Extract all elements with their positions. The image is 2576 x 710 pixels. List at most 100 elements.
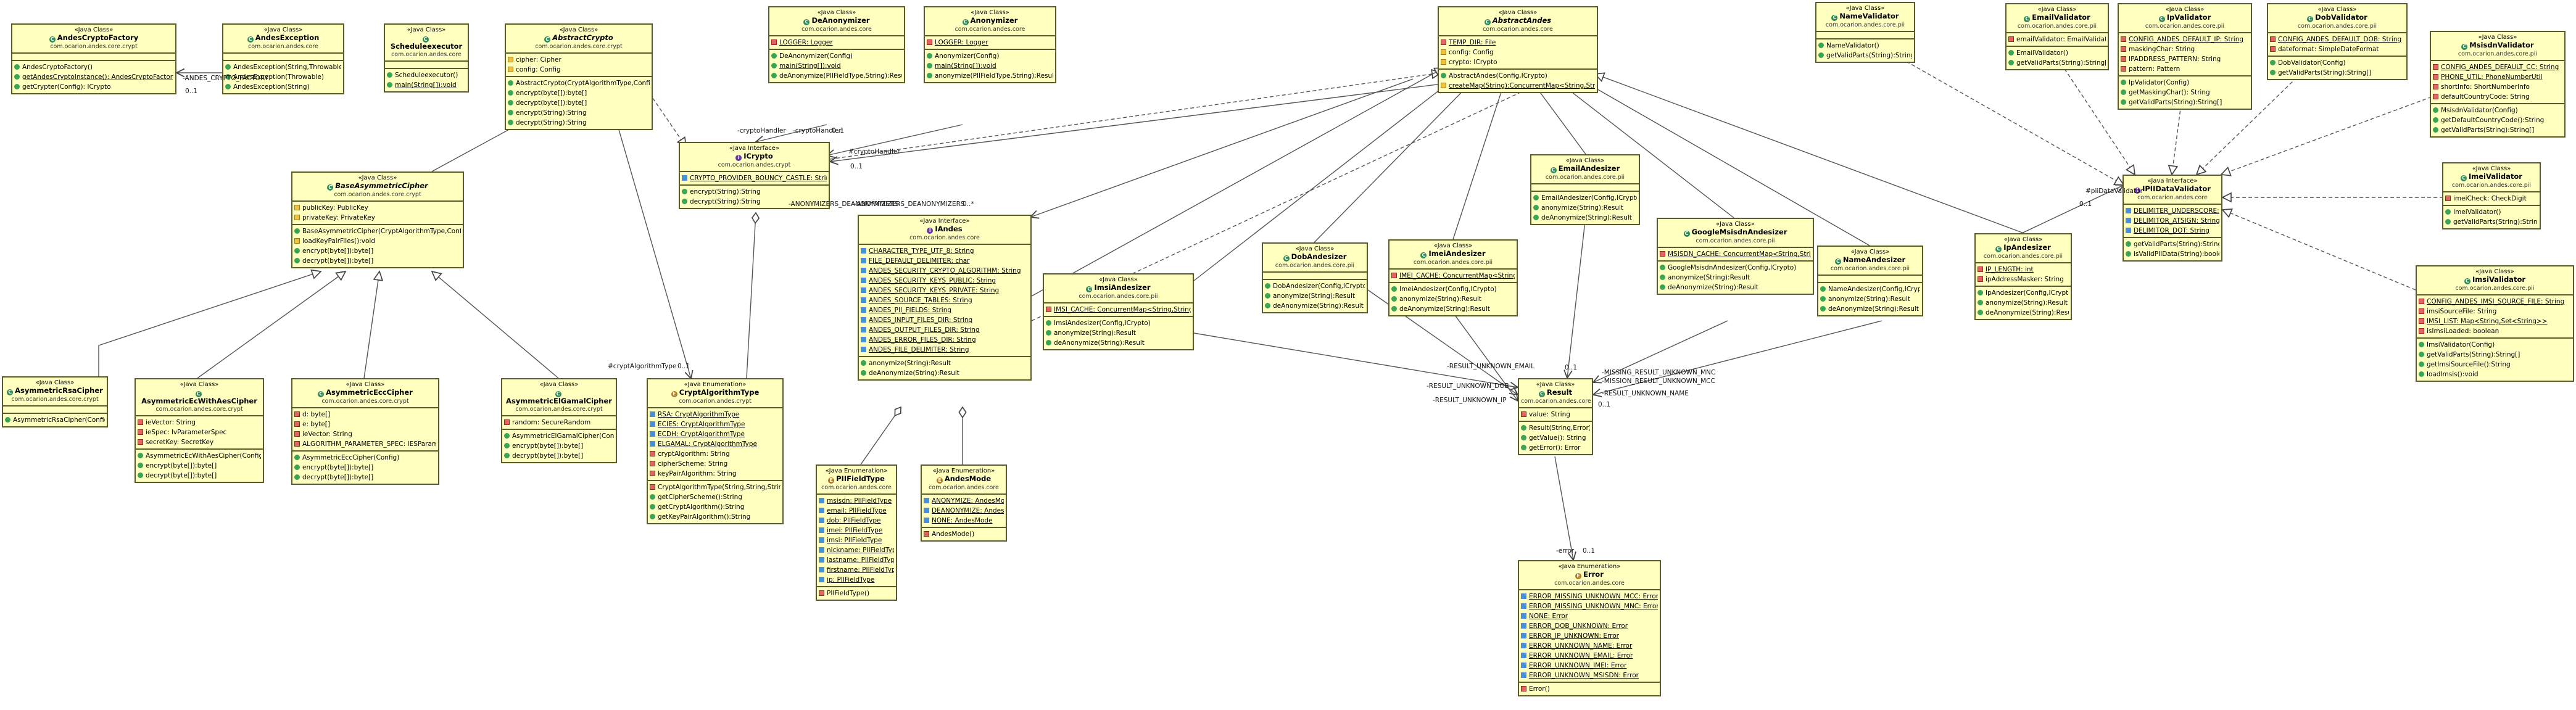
field-row[interactable]: DEANONYMIZE: AndesMode: [924, 506, 1004, 516]
method-row[interactable]: getValidParts(String):String[]: [2008, 58, 2106, 68]
field-row[interactable]: ANDES_ERROR_FILES_DIR: String: [861, 335, 1029, 345]
field-row[interactable]: IMEI_CACHE: ConcurrentMap<String,String>: [1391, 271, 1515, 281]
field-row[interactable]: config: Config: [508, 65, 650, 75]
field-row[interactable]: ieSpec: IvParameterSpec: [138, 427, 261, 437]
method-row[interactable]: ImsiValidator(Config): [2419, 340, 2571, 350]
method-row[interactable]: deAnonymize(String):Result: [1660, 283, 1811, 292]
field-row[interactable]: LOGGER: Logger: [927, 38, 1053, 47]
method-row[interactable]: getValidParts(String):String[]: [2419, 350, 2571, 360]
method-row[interactable]: deAnonymize(String):Result: [1533, 213, 1637, 223]
method-row[interactable]: loadKeyPairFiles():void: [294, 236, 461, 246]
method-row[interactable]: getValidParts(String):String[]: [1818, 51, 1912, 60]
method-row[interactable]: AndesException(String,Throwable): [225, 62, 341, 72]
field-row[interactable]: cryptAlgorithm: String: [650, 449, 781, 459]
field-row[interactable]: ipAddressMasker: String: [1978, 275, 2069, 284]
field-row[interactable]: firstname: PIIFieldType: [819, 565, 894, 575]
field-row[interactable]: maskingChar: String: [2121, 44, 2249, 54]
field-row[interactable]: ANDES_FILE_DELIMITER: String: [861, 345, 1029, 355]
field-row[interactable]: DELIMITOR_ATSIGN: String: [2126, 216, 2219, 226]
method-row[interactable]: AndesMode(): [924, 529, 1004, 539]
method-row[interactable]: anonymize(String):Result: [1265, 291, 1365, 301]
method-row[interactable]: getAndesCryptoInstance(): AndesCryptoFac…: [14, 72, 173, 82]
method-row[interactable]: getError(): Error: [1521, 443, 1590, 453]
method-row[interactable]: DobValidator(Config): [2270, 58, 2404, 68]
method-row[interactable]: AsymmetricElGamalCipher(Config): [504, 431, 614, 441]
method-row[interactable]: getImsiSourceFile():String: [2419, 360, 2571, 369]
method-row[interactable]: DeAnonymizer(Config): [771, 51, 902, 61]
method-row[interactable]: anonymize(String):Result: [1660, 273, 1811, 283]
field-row[interactable]: ERROR_UNKNOWN_EMAIL: Error: [1521, 651, 1658, 661]
field-row[interactable]: NONE: AndesMode: [924, 516, 1004, 526]
method-row[interactable]: anonymize(String):Result: [1978, 298, 2069, 308]
method-row[interactable]: AsymmetricRsaCipher(Config): [5, 415, 105, 425]
method-row[interactable]: main(String[]):void: [387, 80, 466, 90]
field-row[interactable]: ERROR_UNKNOWN_NAME: Error: [1521, 641, 1658, 651]
method-row[interactable]: deAnonymize(String):Result: [861, 368, 1029, 378]
field-row[interactable]: random: SecureRandom: [504, 418, 614, 427]
field-row[interactable]: RSA: CryptAlgorithmType: [650, 410, 781, 419]
method-row[interactable]: anonymize(String):Result: [1391, 294, 1515, 304]
method-row[interactable]: decrypt(byte[]):byte[]: [504, 451, 614, 461]
field-row[interactable]: DELIMITOR_DOT: String: [2126, 226, 2219, 236]
method-row[interactable]: encrypt(byte[]):byte[]: [504, 441, 614, 451]
field-row[interactable]: FILE_DEFAULT_DELIMITER: char: [861, 256, 1029, 266]
method-row[interactable]: Error(): [1521, 684, 1658, 694]
method-row[interactable]: getValidParts(String):String[]: [2433, 125, 2562, 135]
field-row[interactable]: ERROR_UNKNOWN_IMEI: Error: [1521, 661, 1658, 671]
field-row[interactable]: cipher: Cipher: [508, 55, 650, 65]
method-row[interactable]: DobAndesizer(Config,ICrypto): [1265, 281, 1365, 291]
field-row[interactable]: ANONYMIZE: AndesMode: [924, 496, 1004, 506]
field-row[interactable]: ANDES_SOURCE_TABLES: String: [861, 295, 1029, 305]
field-row[interactable]: secretKey: SecretKey: [138, 437, 261, 447]
method-row[interactable]: EmailAndesizer(Config,ICrypto): [1533, 193, 1637, 203]
method-row[interactable]: getKeyPairAlgorithm():String: [650, 512, 781, 522]
method-row[interactable]: getDefaultCountryCode():String: [2433, 115, 2562, 125]
field-row[interactable]: ieVector: String: [138, 418, 261, 427]
method-row[interactable]: encrypt(String):String: [682, 187, 827, 197]
method-row[interactable]: Scheduleexecutor(): [387, 70, 466, 80]
field-row[interactable]: ANDES_SECURITY_CRYPTO_ALGORITHM: String: [861, 266, 1029, 276]
field-row[interactable]: PHONE_UTIL: PhoneNumberUtil: [2433, 72, 2562, 82]
field-row[interactable]: ELGAMAL: CryptAlgorithmType: [650, 439, 781, 449]
field-row[interactable]: keyPairAlgorithm: String: [650, 469, 781, 479]
method-row[interactable]: BaseAsymmetricCipher(CryptAlgorithmType,…: [294, 226, 461, 236]
method-row[interactable]: encrypt(String):String: [508, 108, 650, 118]
field-row[interactable]: defaultCountryCode: String: [2433, 92, 2562, 102]
method-row[interactable]: getCryptAlgorithm():String: [650, 502, 781, 512]
field-row[interactable]: d: byte[]: [294, 410, 436, 419]
method-row[interactable]: deAnonymize(String):Result: [1391, 304, 1515, 314]
field-row[interactable]: ieVector: String: [294, 429, 436, 439]
field-row[interactable]: ERROR_UNKNOWN_MSISDN: Error: [1521, 671, 1658, 680]
field-row[interactable]: IMSI_LIST: Map<String,Set<String>>: [2419, 316, 2571, 326]
method-row[interactable]: IpValidator(Config): [2121, 78, 2249, 88]
method-row[interactable]: anonymize(String):Result: [1533, 203, 1637, 213]
field-row[interactable]: CRYPTO_PROVIDER_BOUNCY_CASTLE: String: [682, 173, 827, 183]
field-row[interactable]: isImsiLoaded: boolean: [2419, 326, 2571, 336]
method-row[interactable]: createMap(String):ConcurrentMap<String,S…: [1441, 81, 1595, 91]
field-row[interactable]: imeiCheck: CheckDigit: [2445, 194, 2538, 204]
method-row[interactable]: main(String[]):void: [771, 61, 902, 71]
field-row[interactable]: CHARACTER_TYPE_UTF_8: String: [861, 246, 1029, 256]
method-row[interactable]: decrypt(String):String: [682, 197, 827, 207]
field-row[interactable]: ANDES_SECURITY_KEYS_PUBLIC: String: [861, 276, 1029, 286]
method-row[interactable]: anonymize(String):Result: [1820, 294, 1920, 304]
field-row[interactable]: e: byte[]: [294, 419, 436, 429]
method-row[interactable]: getValue(): String: [1521, 433, 1590, 443]
field-row[interactable]: shortInfo: ShortNumberInfo: [2433, 82, 2562, 92]
